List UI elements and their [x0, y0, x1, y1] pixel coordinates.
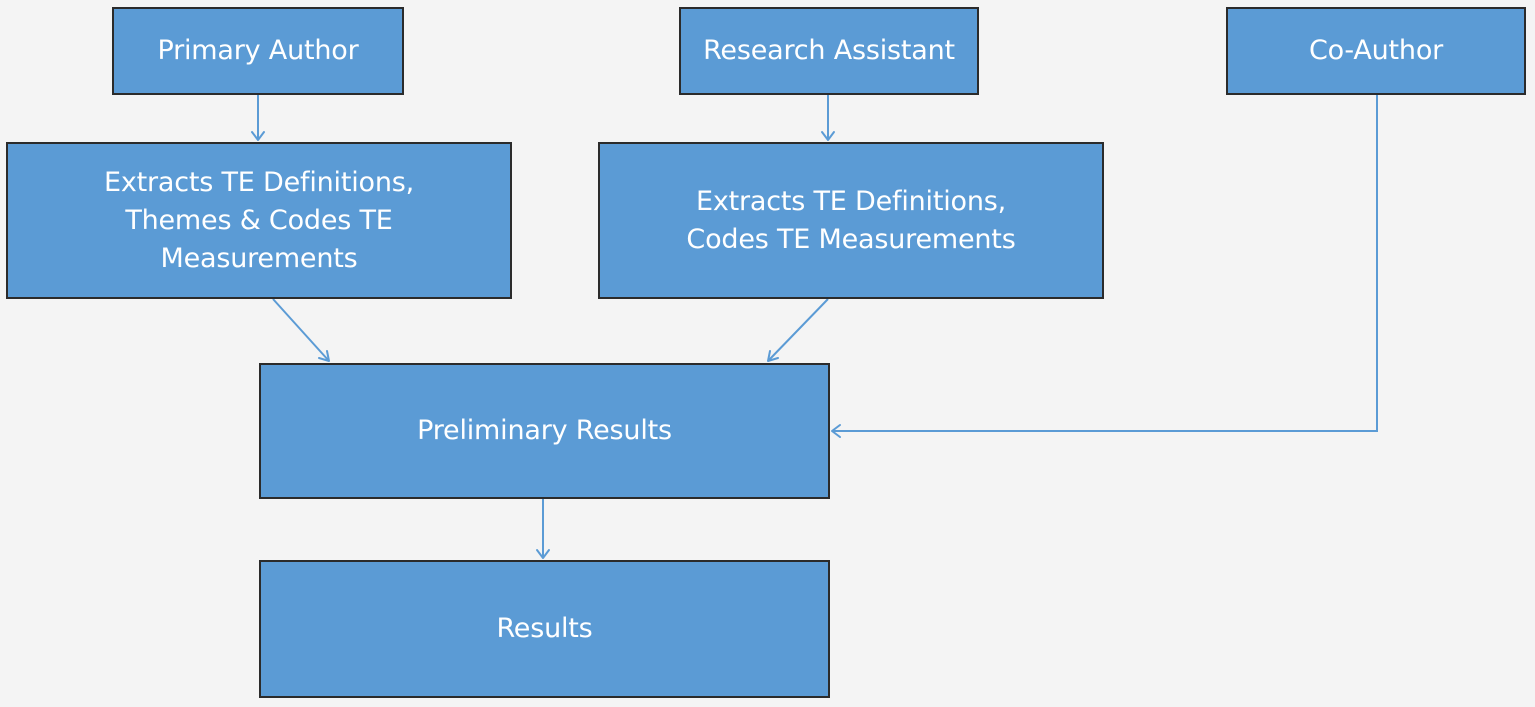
edge-co-author-to-preliminary-results — [831, 95, 1378, 438]
node-research-assistant: Research Assistant — [679, 7, 979, 95]
edge-primary-extract-to-preliminary-results — [272, 298, 330, 362]
edge-preliminary-results-to-results — [536, 499, 550, 559]
node-primary-extract-label: Extracts TE Definitions, Themes & Codes … — [103, 166, 415, 274]
node-results: Results — [259, 560, 830, 698]
node-preliminary-results: Preliminary Results — [259, 363, 830, 499]
node-primary-extract: Extracts TE Definitions, Themes & Codes … — [6, 142, 512, 299]
node-preliminary-results-label: Preliminary Results — [417, 415, 672, 446]
node-research-assistant-label: Research Assistant — [703, 35, 955, 66]
node-co-author: Co-Author — [1226, 7, 1526, 95]
node-assistant-extract: Extracts TE Definitions, Codes TE Measur… — [598, 142, 1104, 299]
edge-primary-author-to-primary-extract — [251, 95, 265, 141]
edge-assistant-extract-to-preliminary-results — [767, 298, 829, 362]
node-primary-author: Primary Author — [112, 7, 404, 95]
node-results-label: Results — [496, 613, 593, 644]
edge-research-assistant-to-assistant-extract — [821, 95, 835, 141]
node-primary-author-label: Primary Author — [157, 35, 359, 66]
node-assistant-extract-label: Extracts TE Definitions, Codes TE Measur… — [686, 185, 1016, 255]
node-co-author-label: Co-Author — [1308, 35, 1444, 66]
